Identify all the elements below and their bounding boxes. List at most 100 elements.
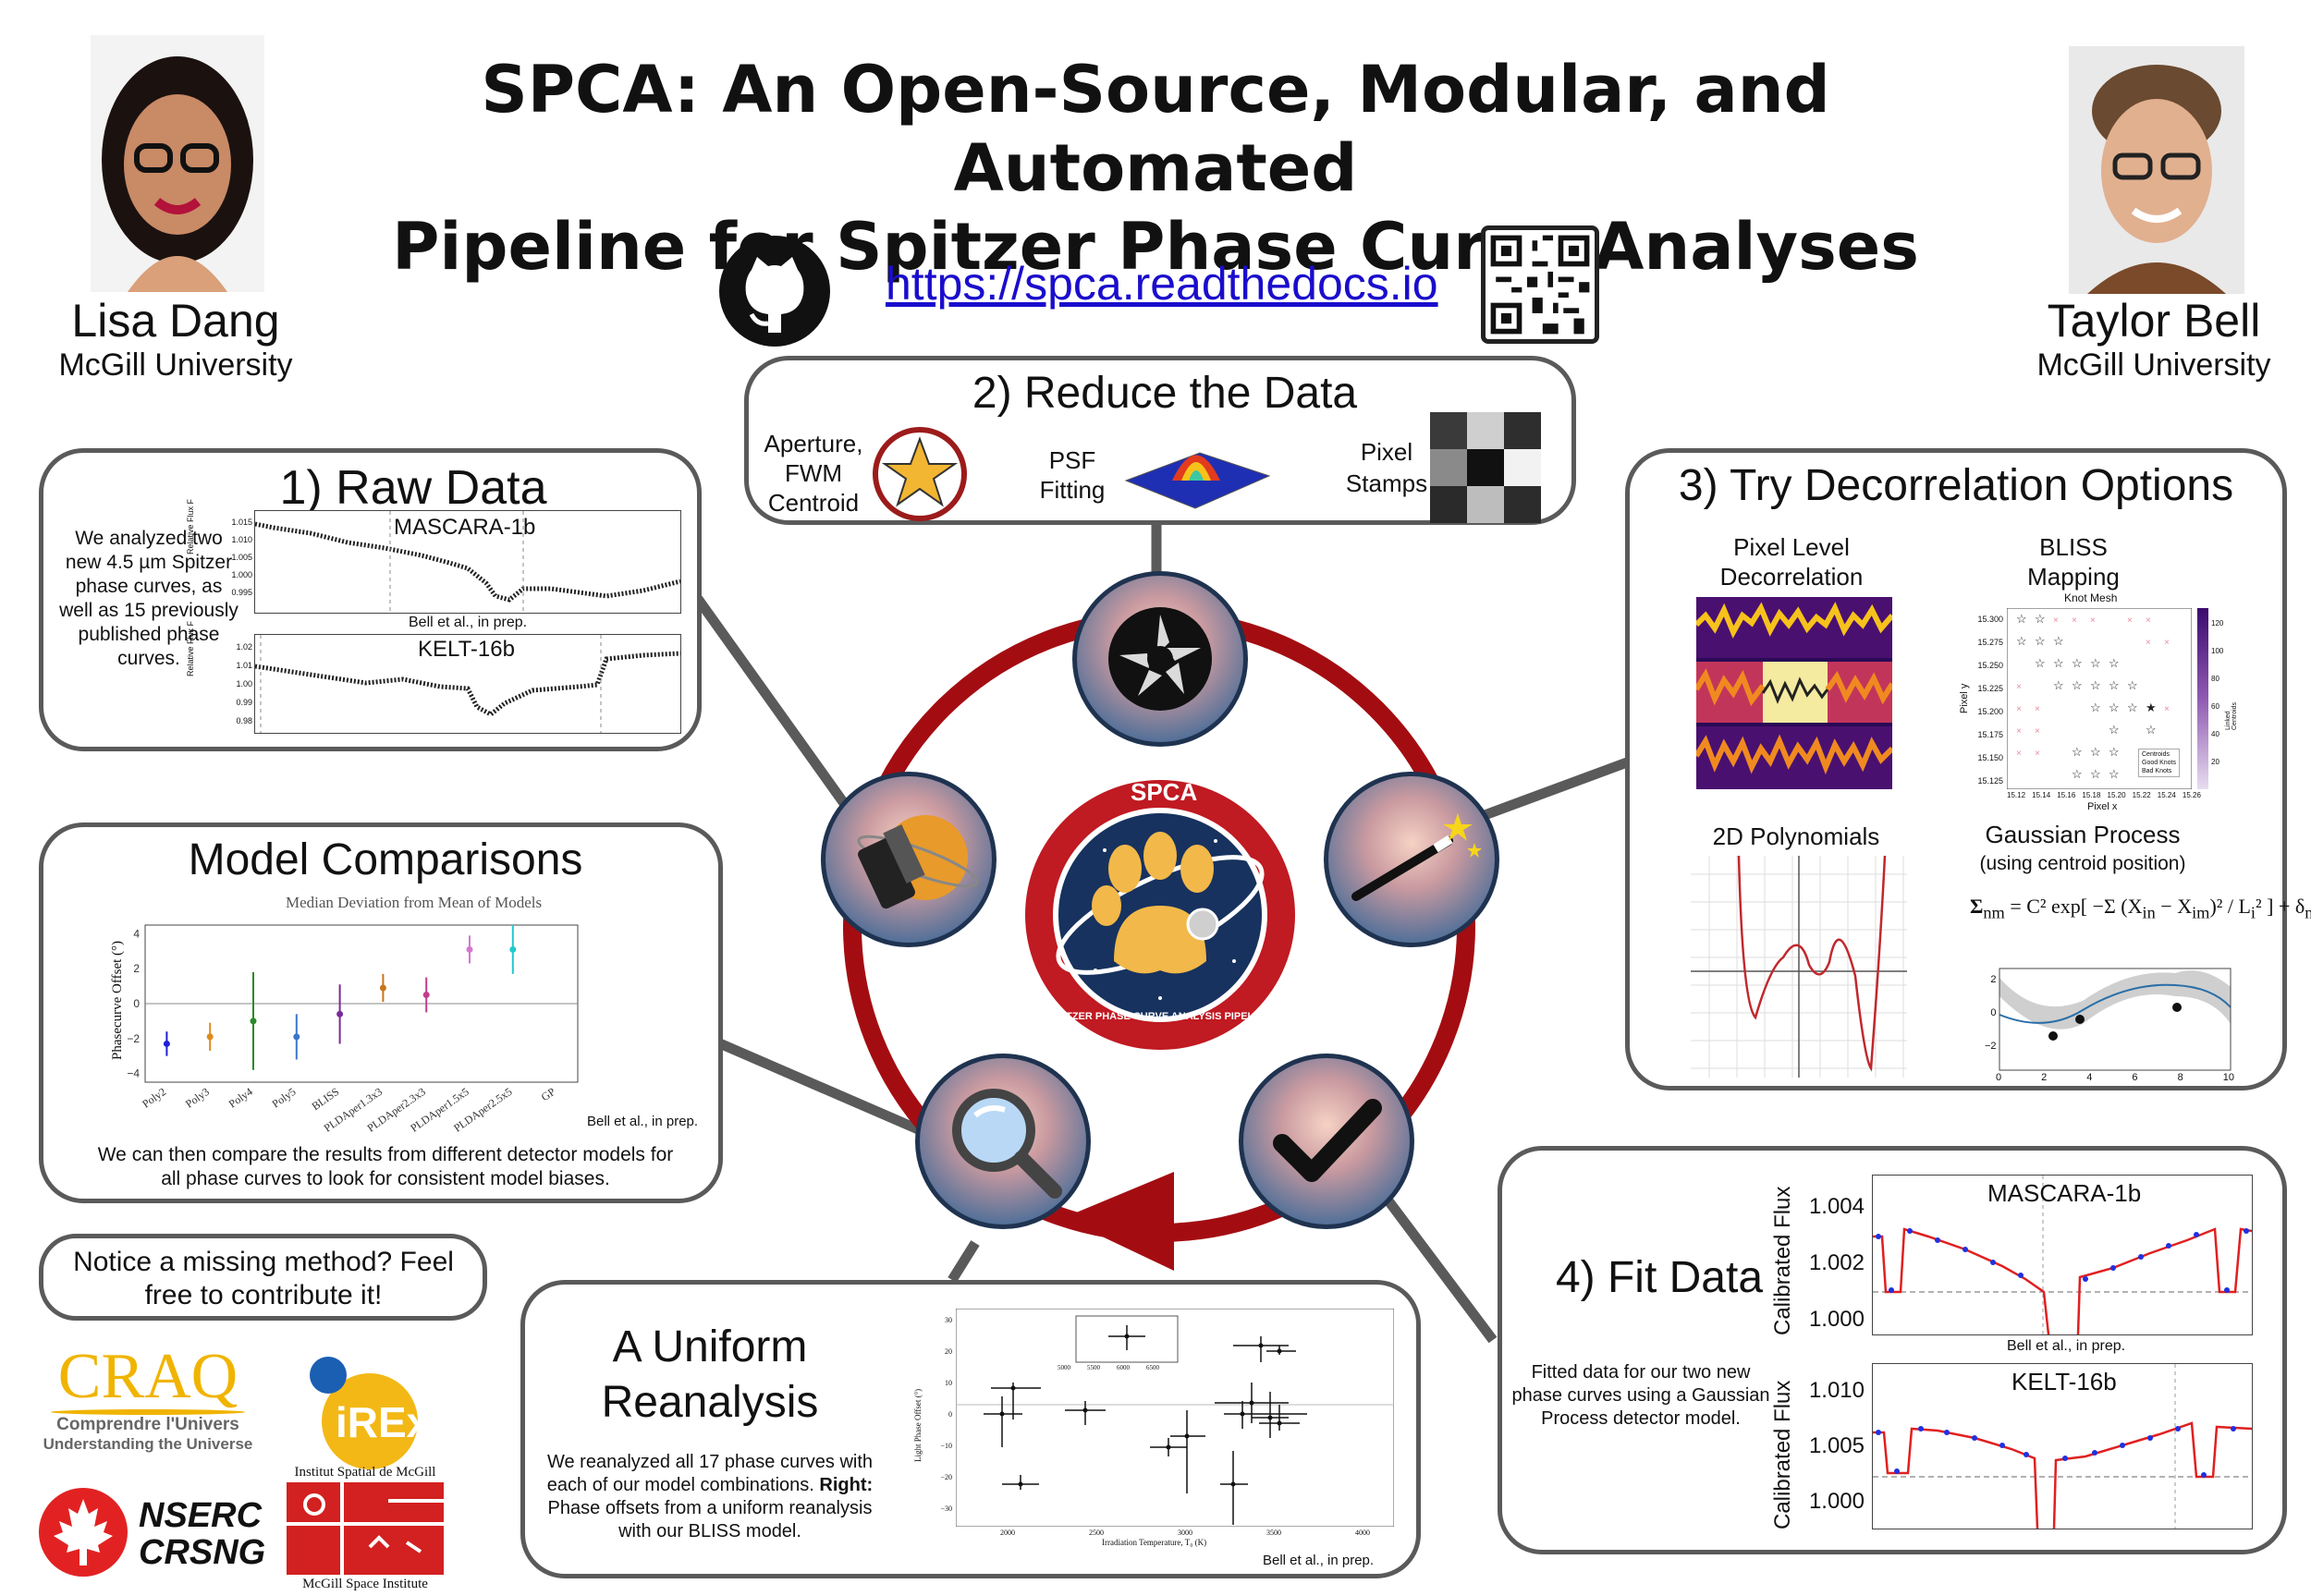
fit-plot2-ytick: 1.000 <box>1808 1489 1865 1514</box>
bliss-plot-title: Knot Mesh <box>2064 591 2118 604</box>
fit-plot-kelt: KELT-16b <box>1872 1363 2253 1529</box>
svg-text:×: × <box>2035 704 2040 714</box>
bliss-cbar-tick: 60 <box>2211 702 2219 711</box>
reanalysis-ytick: 0 <box>948 1410 952 1419</box>
svg-text:★: ★ <box>2146 701 2157 714</box>
craq-logo: CRAQ Comprendre l'Univers Understanding … <box>37 1345 259 1454</box>
bliss-xtick: 15.26 <box>2182 791 2201 799</box>
bliss-ylabel: Pixel y <box>1959 683 1970 713</box>
bliss-ytick: 15.225 <box>1977 684 2003 693</box>
author-name-taylor: Taylor Bell <box>2047 295 2261 347</box>
model-comparisons-heading: Model Comparisons <box>188 835 583 884</box>
gp-xtick: 6 <box>2132 1072 2138 1083</box>
bliss-cbar-tick: 120 <box>2211 619 2224 627</box>
model-plot-point <box>206 1033 214 1041</box>
model-plot-ytick: 4 <box>133 927 140 940</box>
reanalysis-heading-line2: Reanalysis <box>601 1378 819 1427</box>
svg-text:☆: ☆ <box>2016 634 2027 648</box>
docs-link[interactable]: https://spca.readthedocs.io <box>886 258 1438 310</box>
poly-label: 2D Polynomials <box>1712 822 1880 850</box>
fit-ylabel-1: Calibrated Flux <box>1770 1186 1795 1335</box>
bliss-ytick: 15.200 <box>1977 707 2003 716</box>
fit-plot1-ytick: 1.004 <box>1808 1194 1865 1219</box>
bliss-xtick: 15.24 <box>2157 791 2176 799</box>
model-comparisons-caption: We can then compare the results from dif… <box>97 1144 674 1189</box>
svg-text:×: × <box>2164 638 2170 648</box>
fit-data-heading: 4) Fit Data <box>1555 1253 1764 1302</box>
reanalysis-credit: Bell et al., in prep. <box>1263 1553 1375 1568</box>
pld-label: Pixel Level Decorrelation <box>1719 533 1864 591</box>
svg-text:×: × <box>2164 704 2170 714</box>
raw-data-description: We analyzed two new 4.5 µm Spitzer phase… <box>59 528 238 669</box>
bliss-xtick: 15.22 <box>2132 791 2151 799</box>
svg-text:×: × <box>2127 615 2133 626</box>
pixel-stamps-label: Pixel Stamps <box>1345 438 1428 497</box>
model-comparisons-panel: Model Comparisons Median Deviation from … <box>39 822 723 1203</box>
aperture-star-icon <box>869 423 971 530</box>
reanalysis-xtick: 2000 <box>1000 1529 1015 1537</box>
bliss-xtick: 15.20 <box>2107 791 2126 799</box>
qr-code-icon[interactable] <box>1481 225 1599 344</box>
github-icon[interactable] <box>716 233 833 349</box>
gp-xtick: 4 <box>2086 1072 2093 1083</box>
decorrelation-panel: 3) Try Decorrelation Options Pixel Level… <box>1625 448 2311 1090</box>
fit-data-panel: 4) Fit Data Fitted data for our two new … <box>1498 1146 2287 1554</box>
svg-text:×: × <box>2146 638 2151 648</box>
gp-xtick: 0 <box>1996 1072 2002 1083</box>
fit-data-description: Fitted data for our two new phase curves… <box>1511 1362 1770 1429</box>
checkmark-icon <box>1239 1054 1414 1229</box>
reanalysis-xlabel: Irradiation Temperature, T₀ (K) <box>1102 1538 1207 1547</box>
reanalysis-heading: A Uniform Reanalysis <box>553 1320 867 1431</box>
model-plot-ytick: 2 <box>133 962 140 975</box>
svg-text:☆: ☆ <box>2127 701 2138 714</box>
raw-plot2-ylabel: Relative Flux F <box>186 620 195 676</box>
telescope-planet-icon <box>821 772 997 947</box>
svg-text:☆: ☆ <box>2109 767 2120 781</box>
svg-text:☆: ☆ <box>2072 656 2083 670</box>
model-plot-xtick: Poly5 <box>270 1085 299 1111</box>
nserc-text: NSERC <box>139 1496 263 1535</box>
gp-kernel-equation: Σnm = C² exp[ −Σ (Xin − Xim)² / Li² ] + … <box>1970 895 2311 922</box>
raw-plot1-ytick: 0.995 <box>231 588 252 597</box>
model-plot-point <box>379 984 386 992</box>
title-line-1: SPCA: An Open-Source, Modular, and Autom… <box>481 52 1830 206</box>
svg-text:☆: ☆ <box>2053 656 2064 670</box>
reanalysis-xtick: 3000 <box>1178 1529 1192 1537</box>
svg-text:×: × <box>2146 615 2151 626</box>
pixel-stamp-grid <box>1430 412 1541 528</box>
raw-plot-mascara-title: MASCARA-1b <box>394 515 536 540</box>
reanalysis-desc-bold: Right: <box>819 1475 874 1495</box>
fit-plot2-ytick: 1.005 <box>1808 1433 1865 1458</box>
gp-ytick: 0 <box>1990 1007 1997 1018</box>
bliss-cbar-tick: 100 <box>2211 647 2224 655</box>
reanalysis-ytick: −30 <box>940 1505 952 1513</box>
craq-logo-text: CRAQ <box>57 1341 238 1412</box>
fit-plot1-title: MASCARA-1b <box>1987 1179 2142 1207</box>
model-plot-ytick: 0 <box>133 997 140 1010</box>
svg-text:☆: ☆ <box>2053 634 2064 648</box>
fit-plot1-ytick: 1.000 <box>1808 1307 1865 1332</box>
bliss-ytick: 15.275 <box>1977 638 2003 647</box>
inset-xtick: 5000 <box>1058 1364 1070 1371</box>
svg-text:×: × <box>2016 704 2022 714</box>
svg-text:☆: ☆ <box>2072 767 2083 781</box>
poster-title: SPCA: An Open-Source, Modular, and Autom… <box>351 51 1960 286</box>
bliss-legend: Centroids Good Knots Bad Knots <box>2138 749 2180 777</box>
gp-sublabel: (using centroid position) <box>1979 853 2186 874</box>
svg-text:☆: ☆ <box>2053 678 2064 692</box>
reanalysis-description: We reanalyzed all 17 phase curves with e… <box>534 1451 886 1543</box>
svg-text:☆: ☆ <box>2146 723 2157 737</box>
bliss-legend-item: Centroids <box>2142 751 2170 758</box>
bliss-xtick: 15.12 <box>2007 791 2026 799</box>
spca-center-logo: SPCA SPITZER PHASE CURVE ANALYSIS PIPELI… <box>1021 776 1299 1054</box>
craq-subtitle-en: Understanding the Universe <box>43 1435 253 1453</box>
spca-logo-top-text: SPCA <box>1131 778 1198 806</box>
gp-plot: 2 0 −2 0 2 4 6 8 10 <box>1972 959 2249 1089</box>
reanalysis-xtick: 4000 <box>1355 1529 1370 1537</box>
gp-xtick: 2 <box>2041 1072 2048 1083</box>
model-plot-xtick: Poly3 <box>183 1085 212 1111</box>
raw-plot1-ytick: 1.000 <box>231 570 252 579</box>
model-plot-ytick: −4 <box>127 1067 140 1080</box>
raw-plot2-ytick: 0.99 <box>236 698 252 707</box>
